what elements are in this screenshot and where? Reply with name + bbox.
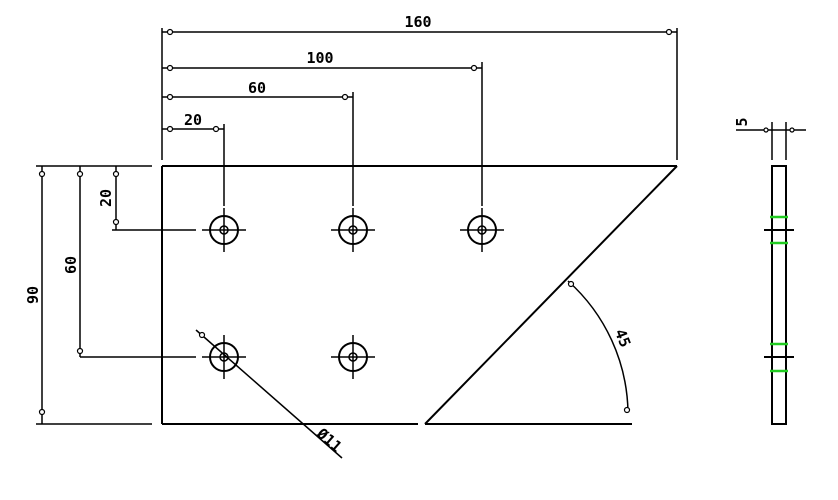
plate-outline bbox=[161, 165, 678, 425]
dim-top-to-hole: 20 bbox=[97, 166, 196, 231]
dim-label-20: 20 bbox=[184, 111, 202, 129]
hole bbox=[331, 208, 375, 252]
hole-diameter-leader: Ø11 bbox=[195, 329, 345, 459]
chamfer-angle-dim: 45 bbox=[567, 280, 634, 414]
dim-label-60: 60 bbox=[248, 79, 266, 97]
side-hole-lower bbox=[764, 342, 794, 373]
side-view: 5 bbox=[733, 117, 806, 425]
dim-label-160: 160 bbox=[404, 13, 431, 31]
dim-label-20-vertical: 20 bbox=[97, 189, 115, 207]
dim-label-hole-diameter: Ø11 bbox=[312, 424, 345, 456]
dim-label-100: 100 bbox=[306, 49, 333, 67]
hole bbox=[460, 208, 504, 252]
dim-hole-offset-100: 100 bbox=[162, 49, 483, 206]
dim-hole-spacing-vertical: 60 bbox=[62, 166, 196, 358]
hole bbox=[202, 208, 246, 252]
dim-label-thickness: 5 bbox=[733, 117, 751, 126]
dim-overall-height: 90 bbox=[24, 165, 152, 425]
dim-label-90: 90 bbox=[24, 286, 42, 304]
mounting-holes bbox=[202, 208, 504, 379]
dim-hole-offset-20: 20 bbox=[162, 111, 225, 206]
dim-hole-offset-60: 60 bbox=[162, 79, 354, 206]
dim-overall-width: 160 bbox=[161, 13, 678, 160]
dim-label-45: 45 bbox=[611, 326, 634, 349]
hole bbox=[331, 335, 375, 379]
dim-label-60-vertical: 60 bbox=[62, 256, 80, 274]
side-hole-upper bbox=[764, 215, 794, 245]
hole bbox=[202, 335, 246, 379]
